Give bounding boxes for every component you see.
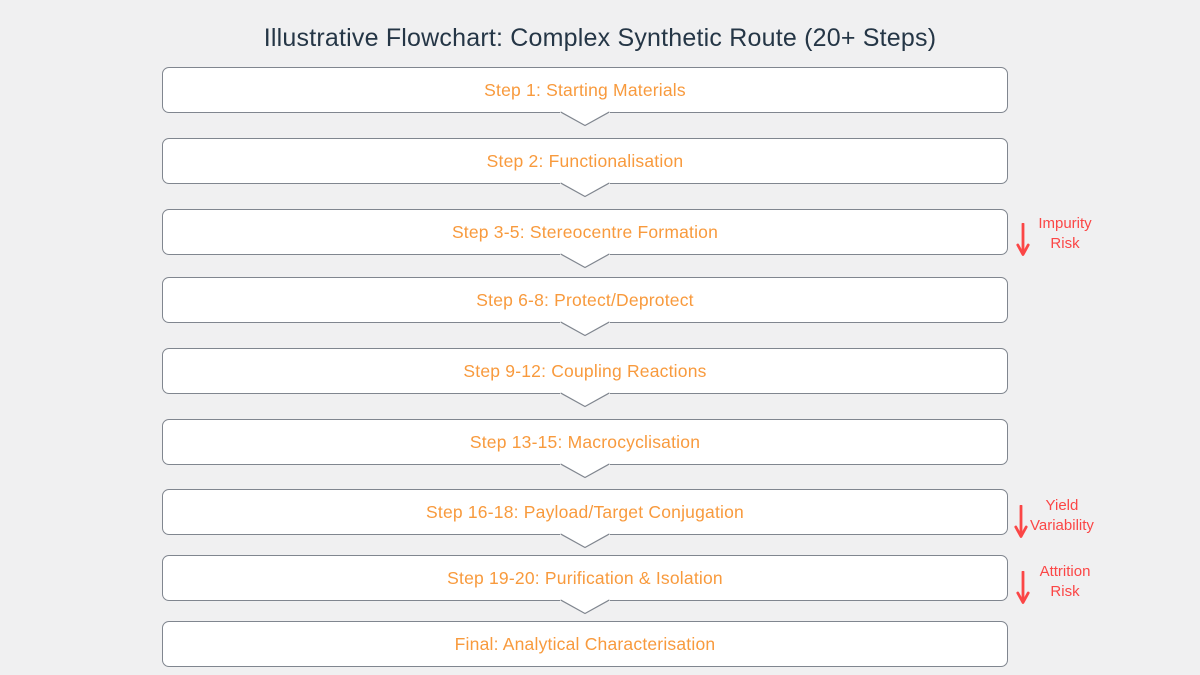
chevron-down-connector-icon xyxy=(560,463,610,479)
chevron-down-connector-icon xyxy=(560,111,610,127)
chevron-down-connector-icon xyxy=(560,321,610,337)
chevron-down-connector-icon xyxy=(560,392,610,408)
flow-node-label: Step 19-20: Purification & Isolation xyxy=(447,567,723,588)
annotation-yield-variability: Yield Variability xyxy=(1014,496,1094,539)
down-arrow-icon xyxy=(1016,223,1030,256)
flow-node-step-13-15: Step 13-15: Macrocyclisation xyxy=(162,419,1008,479)
down-arrow-icon xyxy=(1016,571,1030,604)
annotation-line: Yield xyxy=(1045,497,1079,514)
flow-node-label: Step 16-18: Payload/Target Conjugation xyxy=(426,501,744,522)
down-arrow-icon xyxy=(1014,505,1028,538)
annotation-line: Risk xyxy=(1050,583,1080,600)
flow-node-label: Final: Analytical Characterisation xyxy=(454,633,716,654)
chevron-down-connector-icon xyxy=(560,533,610,549)
annotation-line: Attrition xyxy=(1039,563,1091,580)
annotation-attrition-risk: Attrition Risk xyxy=(1016,562,1096,605)
flow-node-label: Step 13-15: Macrocyclisation xyxy=(469,431,701,452)
flow-node-step-19-20: Step 19-20: Purification & Isolation xyxy=(162,555,1008,615)
flow-node-label: Step 1: Starting Materials xyxy=(484,79,686,100)
flow-node-label: Step 6-8: Protect/Deprotect xyxy=(476,289,694,310)
flow-node-step-1: Step 1: Starting Materials xyxy=(162,67,1008,127)
flow-node-step-3-5: Step 3-5: Stereocentre Formation xyxy=(162,209,1008,269)
annotation-line: Risk xyxy=(1050,235,1080,252)
annotation-impurity-risk: Impurity Risk xyxy=(1016,214,1096,257)
flow-node-label: Step 9-12: Coupling Reactions xyxy=(463,360,707,381)
chevron-down-connector-icon xyxy=(560,599,610,615)
annotation-line: Variability xyxy=(1030,517,1094,534)
flow-node-final: Final: Analytical Characterisation xyxy=(162,621,1008,667)
flow-node-step-6-8: Step 6-8: Protect/Deprotect xyxy=(162,277,1008,337)
flow-node-label: Step 2: Functionalisation xyxy=(486,150,684,171)
chevron-down-connector-icon xyxy=(560,253,610,269)
annotation-line: Impurity xyxy=(1038,215,1092,232)
flow-node-step-2: Step 2: Functionalisation xyxy=(162,138,1008,198)
chevron-down-connector-icon xyxy=(560,182,610,198)
flow-node-label: Step 3-5: Stereocentre Formation xyxy=(451,221,719,242)
flow-node-step-16-18: Step 16-18: Payload/Target Conjugation xyxy=(162,489,1008,549)
page-title: Illustrative Flowchart: Complex Syntheti… xyxy=(263,24,937,52)
flow-node-step-9-12: Step 9-12: Coupling Reactions xyxy=(162,348,1008,408)
